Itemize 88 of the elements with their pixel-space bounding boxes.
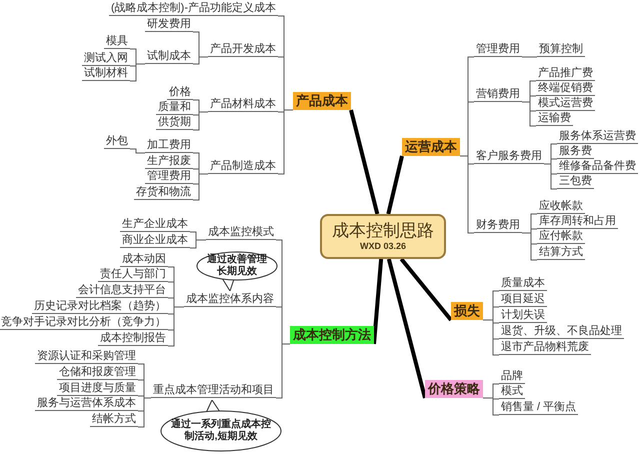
topic-text: 成本控制报告: [98, 332, 168, 346]
topic-text: 质量成本: [499, 277, 547, 291]
topic-text: 结算方式: [537, 246, 585, 260]
topic-text: 供货期: [156, 116, 193, 130]
topic-text: 财务费用: [474, 219, 522, 233]
connector-line: [138, 398, 152, 428]
connector-line: [482, 320, 500, 356]
central-title: 成本控制思路: [332, 221, 434, 241]
connector-line: [192, 174, 208, 200]
connector-line: [522, 56, 538, 58]
topic-text: 运输费: [536, 112, 573, 126]
callout-text: 通过一系列重点成本控制活动,短期见效: [170, 419, 272, 443]
topic-text: 价格: [167, 86, 193, 100]
topic-text: 生产企业成本: [120, 218, 190, 232]
branch-line: [349, 110, 380, 214]
topic-text: 商业企业成本: [120, 234, 190, 248]
topic-text: 存货和物流: [134, 186, 193, 200]
branch-line: [386, 156, 404, 214]
central-topic-box: [320, 214, 446, 259]
topic-text: 竞争对手记录对比分析（竞争力）: [0, 316, 168, 330]
topic-text: 结帐方式: [90, 413, 138, 427]
topic-text: 模式: [499, 385, 525, 399]
topic-text: 退货、升级、不良品处理: [499, 325, 624, 339]
topic-text: 退市产品物料荒废: [499, 341, 591, 355]
topic-text: 重点成本管理活动和项目: [151, 384, 276, 398]
topic-text: 责任人与部门: [98, 268, 168, 282]
topic-text: 模具: [104, 35, 130, 49]
branch-line: [372, 258, 384, 344]
topic-text: 会计信息支持平台: [76, 284, 168, 298]
topic-text: 研发费用: [145, 18, 193, 32]
topic-text: 仓储和报废管理: [57, 366, 138, 380]
topic-text: 产品开发成本: [208, 43, 278, 57]
branch-line: [386, 258, 427, 398]
connector-line: [278, 110, 294, 174]
topic-text: 试制成本: [145, 50, 193, 64]
connector-line: [130, 64, 146, 82]
topic-text: 销售量 / 平衡点: [499, 401, 578, 415]
topic-text: 项目进度与质量: [57, 382, 138, 396]
connector-line: [190, 240, 206, 248]
topic-text: (战略成本控制)-产品功能定义成本: [109, 2, 278, 16]
connector-line: [460, 156, 474, 234]
topic-text: 资源认证和采购管理: [35, 350, 138, 364]
topic-text: 维修备品备件费: [557, 160, 638, 174]
branch-line: [400, 258, 453, 322]
connector-line: [192, 112, 208, 130]
topic-text: 成本动因: [120, 253, 168, 267]
topic-text: 产品材料成本: [208, 98, 278, 112]
topic-text: 客户服务费用: [474, 150, 544, 164]
topic-text: 终端促销费: [536, 82, 595, 96]
topic-text: 外包: [104, 135, 130, 149]
topic-text: 质量和: [156, 101, 193, 115]
topic-text: 管理费用: [145, 170, 193, 184]
topic-text: 计划失误: [499, 309, 547, 323]
topic-text: 品牌: [499, 370, 525, 384]
callout-text: 通过改善管理长期见效: [206, 254, 268, 278]
connector-line: [130, 148, 146, 154]
topic-text: 服务与运营体系成本: [35, 397, 138, 411]
topic-text: 成本监控模式: [206, 226, 276, 240]
topic-text: 营销费用: [474, 88, 522, 102]
topic-text: 服务费: [557, 145, 594, 159]
topic-text: 产品推广费: [536, 67, 595, 81]
connector-line: [544, 164, 558, 190]
branch-topic-label: 损失: [451, 302, 483, 320]
branch-topic-label: 价格策略: [425, 380, 483, 398]
topic-text: 服务体系运营费: [557, 130, 638, 144]
topic-text: 库存周转和占用: [537, 215, 618, 229]
date-code: WXD 03.26: [360, 241, 406, 252]
connector-line: [276, 344, 290, 398]
branch-topic-label: 运营成本: [402, 138, 460, 156]
topic-text: 成本监控体系内容: [184, 293, 276, 307]
connector-line: [522, 232, 538, 260]
topic-text: 产品制造成本: [208, 160, 278, 174]
topic-text: 历史记录对比档案（趋势）: [32, 300, 168, 314]
topic-text: 管理费用: [474, 43, 522, 57]
topic-text: 测试入网: [82, 52, 130, 66]
topic-text: 三包费: [557, 175, 594, 189]
topic-text: 项目延迟: [499, 293, 547, 307]
topic-text: 生产报废: [145, 155, 193, 169]
topic-text: 加工费用: [145, 139, 193, 153]
topic-text: 预算控制: [537, 43, 585, 57]
branch-topic-label: 产品成本: [293, 92, 351, 110]
topic-text: 模式运营费: [536, 97, 595, 111]
topic-text: 应付帐款: [537, 230, 585, 244]
branch-topic-label: 成本控制方法: [290, 326, 374, 344]
connector-line: [522, 102, 536, 126]
topic-text: 试制材料: [82, 67, 130, 81]
topic-text: 应收帐款: [537, 200, 585, 214]
connector-line: [192, 56, 208, 64]
